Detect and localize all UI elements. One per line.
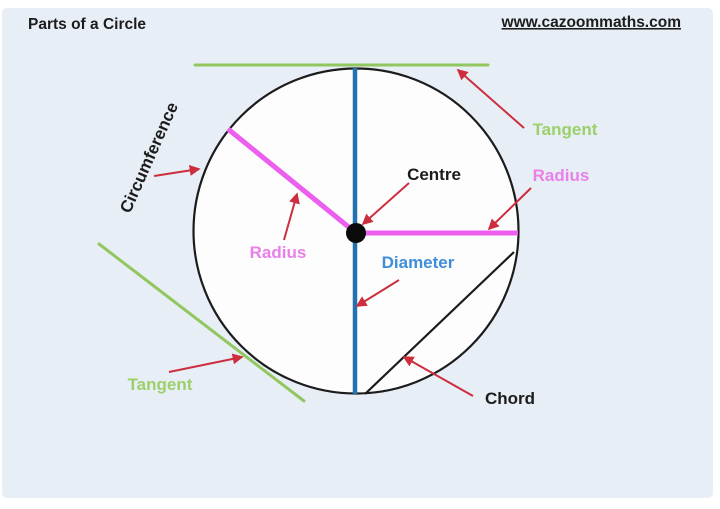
tangent-top-label: Tangent — [533, 120, 598, 139]
tangent-top-arrow — [456, 68, 525, 129]
tangent-bottom-label: Tangent — [128, 375, 193, 394]
radius-right-arrow — [487, 187, 532, 231]
diameter-arrow — [355, 279, 400, 307]
chord-line — [364, 251, 515, 395]
diameter-label: Diameter — [382, 253, 455, 272]
tangent-bottom-arrow — [168, 353, 244, 373]
chord-label: Chord — [485, 389, 535, 408]
radius-line-diagonal — [226, 127, 358, 235]
radius-right-label: Radius — [533, 166, 590, 185]
centre-arrow — [361, 182, 410, 226]
tangent-line-bottom-left — [97, 242, 306, 403]
website-link[interactable]: www.cazoommaths.com — [501, 14, 681, 31]
chord-arrow — [402, 356, 474, 397]
radius-left-label: Radius — [250, 243, 307, 262]
circumference-arrow — [153, 165, 201, 177]
page-title: Parts of a Circle — [28, 16, 146, 33]
radius-left-arrow — [283, 192, 300, 241]
centre-label: Centre — [407, 165, 461, 184]
centre-dot — [346, 223, 366, 243]
